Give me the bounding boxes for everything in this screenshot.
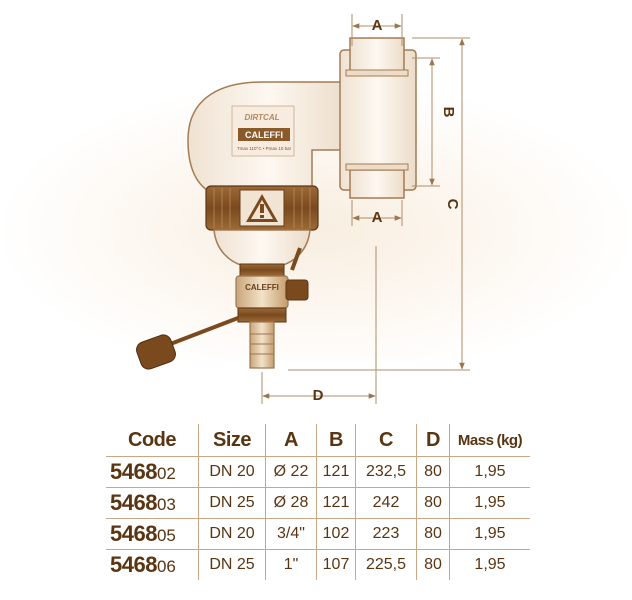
dim-label-a-bottom: A [372, 209, 383, 226]
table-header-row: Code Size A B C D Mass (kg) [106, 424, 530, 457]
drain-valve [136, 247, 309, 370]
cell-mass: 1,95 [449, 487, 530, 519]
body-label: DIRTCAL CALEFFI Tmax 110°C • Pmax 10 bar [237, 113, 292, 151]
code-suffix: 06 [156, 557, 176, 576]
cell-b: 102 [316, 518, 356, 550]
header-d: D [416, 424, 450, 457]
header-a: A [265, 424, 317, 457]
cell-d: 80 [416, 487, 450, 519]
cell-size: DN 25 [198, 549, 266, 580]
header-mass-unit: (kg) [496, 431, 523, 449]
code-suffix: 05 [156, 526, 176, 545]
dimension-lines [261, 14, 470, 404]
cell-a: 1" [265, 549, 317, 580]
spec-table: Code Size A B C D Mass (kg) 546802 DN 20… [106, 424, 530, 580]
product-drawing: DIRTCAL CALEFFI Tmax 110°C • Pmax 10 bar [136, 14, 470, 404]
cell-size: DN 25 [198, 487, 266, 519]
dim-label-c: C [444, 199, 461, 210]
cell-d: 80 [416, 518, 450, 550]
cell-mass: 1,95 [449, 456, 530, 488]
header-c: C [355, 424, 417, 457]
table-row: 546805 DN 20 3/4" 102 223 80 1,95 [106, 518, 530, 550]
cell-code: 546806 [106, 549, 199, 580]
code-suffix: 03 [156, 495, 176, 514]
cell-a: Ø 22 [265, 456, 317, 488]
code-prefix: 5468 [110, 459, 157, 484]
cell-mass: 1,95 [449, 518, 530, 550]
valve-brand-text: CALEFFI [245, 283, 279, 292]
cell-size: DN 20 [198, 518, 266, 550]
cell-c: 225,5 [355, 549, 417, 580]
cell-c: 223 [355, 518, 417, 550]
cell-code: 546803 [106, 487, 199, 519]
cell-code: 546805 [106, 518, 199, 550]
header-size: Size [198, 424, 266, 457]
rating-text: Tmax 110°C • Pmax 10 bar [237, 146, 292, 151]
cell-c: 242 [355, 487, 417, 519]
separator-body [187, 37, 417, 199]
cell-b: 121 [316, 487, 356, 519]
cell-code: 546802 [106, 456, 199, 488]
table-row: 546803 DN 25 Ø 28 121 242 80 1,95 [106, 487, 530, 519]
table-row: 546802 DN 20 Ø 22 121 232,5 80 1,95 [106, 456, 530, 488]
cell-a: 3/4" [265, 518, 317, 550]
header-b: B [316, 424, 356, 457]
header-mass-label: Mass [457, 431, 494, 449]
code-suffix: 02 [156, 464, 176, 483]
dim-label-d: D [313, 387, 324, 404]
cell-c: 232,5 [355, 456, 417, 488]
dim-label-a-top: A [372, 17, 383, 34]
code-prefix: 5468 [110, 521, 157, 546]
product-line-text: DIRTCAL [245, 113, 280, 122]
cell-b: 121 [316, 456, 356, 488]
warning-icon [246, 194, 278, 222]
header-code: Code [106, 424, 199, 457]
cell-d: 80 [416, 549, 450, 580]
table-row: 546806 DN 25 1" 107 225,5 80 1,95 [106, 549, 530, 580]
cell-b: 107 [316, 549, 356, 580]
cell-size: DN 20 [198, 456, 266, 488]
dim-label-b: B [440, 107, 457, 118]
brand-text: CALEFFI [245, 130, 283, 140]
header-mass: Mass (kg) [449, 424, 530, 457]
code-prefix: 5468 [110, 490, 157, 515]
code-prefix: 5468 [110, 552, 157, 577]
cell-mass: 1,95 [449, 549, 530, 580]
cell-d: 80 [416, 456, 450, 488]
cell-a: Ø 28 [265, 487, 317, 519]
